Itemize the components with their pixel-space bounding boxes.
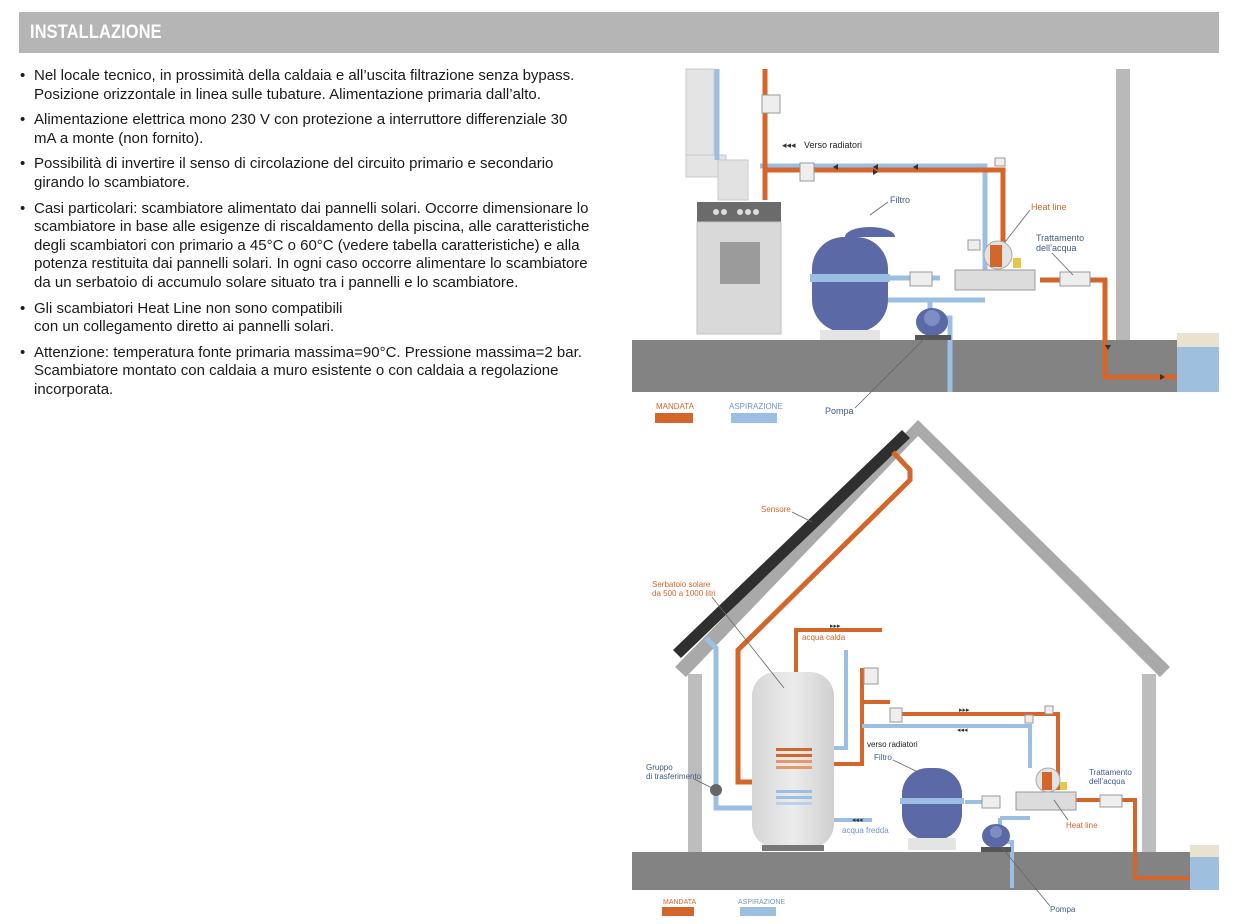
trattamento-label-2: dell’acqua <box>1089 777 1126 786</box>
water-treatment-unit <box>1059 271 1091 287</box>
pump <box>981 824 1011 852</box>
bullet-item: Casi particolari: scambiatore alimentato… <box>20 200 590 293</box>
filter-tank <box>810 227 895 340</box>
legend-mandata: MANDATA <box>656 402 695 411</box>
bullet-item: Nel locale tecnico, in prossimità della … <box>20 67 590 104</box>
bullet-item: Possibilità di invertire il senso di cir… <box>20 155 590 192</box>
legend-mandata: MANDATA <box>663 899 697 906</box>
filtro-label: Filtro <box>874 753 892 762</box>
acqua-calda-label: acqua calda <box>802 633 846 642</box>
pool-water <box>1177 340 1219 392</box>
wall <box>1116 69 1130 340</box>
legend-aspirazione: ASPIRAZIONE <box>738 899 785 906</box>
installation-bullet-list: Nel locale tecnico, in prossimità della … <box>20 67 590 407</box>
svg-text:▸▸▸: ▸▸▸ <box>959 707 970 714</box>
filter-tank <box>900 768 964 850</box>
gruppo-label-2: di trasferimento <box>646 772 702 781</box>
water-treatment-unit <box>1099 794 1123 808</box>
pool-water <box>1190 852 1219 890</box>
ground-slab <box>632 852 1190 890</box>
svg-text:▸▸▸: ▸▸▸ <box>830 623 841 630</box>
solar-storage-tank <box>752 672 834 851</box>
boiler-unit <box>685 68 782 335</box>
legend: MANDATA ASPIRAZIONE <box>662 899 785 916</box>
legend: MANDATA ASPIRAZIONE <box>655 402 783 423</box>
bullet-item: Attenzione: temperatura fonte primaria m… <box>20 344 590 400</box>
trattamento-label-2: dell’acqua <box>1036 243 1077 253</box>
diagram-solar-installation: ▸▸▸ ▸▸▸ ◂◂◂ ◂◂◂ Sensore Serbatoio solare… <box>632 420 1219 916</box>
svg-text:◂◂◂: ◂◂◂ <box>957 727 968 734</box>
section-title: INSTALLAZIONE <box>30 22 162 43</box>
bullet-item: Alimentazione elettrica mono 230 V con p… <box>20 111 590 148</box>
serbatoio-label-2: da 500 a 1000 litri <box>652 589 716 598</box>
ground-slab <box>632 340 1177 392</box>
radiatori-label: Verso radiatori <box>804 140 862 150</box>
trattamento-label: Trattamento <box>1089 768 1132 777</box>
serbatoio-label: Serbatoio solare <box>652 580 711 589</box>
filtro-label: Filtro <box>890 195 910 205</box>
legend-aspirazione: ASPIRAZIONE <box>729 402 783 411</box>
sensore-label: Sensore <box>761 505 791 514</box>
solar-panel <box>673 430 910 658</box>
gruppo-label: Gruppo <box>646 763 673 772</box>
pompa-label: Pompa <box>1050 905 1076 914</box>
radiatori-label: verso radiatori <box>867 740 918 749</box>
heat-line-exchanger <box>1015 767 1077 811</box>
transfer-group <box>710 784 722 796</box>
trattamento-label: Trattamento <box>1036 233 1084 243</box>
bullet-item: Gli scambiatori Heat Line non sono compa… <box>20 300 590 337</box>
radiatori-arrows-label: ◂◂◂ <box>782 140 796 150</box>
pompa-label: Pompa <box>825 406 854 416</box>
pump <box>915 308 951 340</box>
diagram-boiler-installation: ◂◂◂ Verso radiatori Filtro Heat line Tra… <box>632 68 1219 423</box>
heatline-label: Heat line <box>1066 821 1098 830</box>
flow-arrows <box>833 164 1165 380</box>
section-header: INSTALLAZIONE <box>19 12 1219 53</box>
heatline-label: Heat line <box>1031 202 1067 212</box>
svg-text:◂◂◂: ◂◂◂ <box>852 817 863 824</box>
heat-line-exchanger <box>954 240 1036 291</box>
acqua-fredda-label: acqua fredda <box>842 826 889 835</box>
